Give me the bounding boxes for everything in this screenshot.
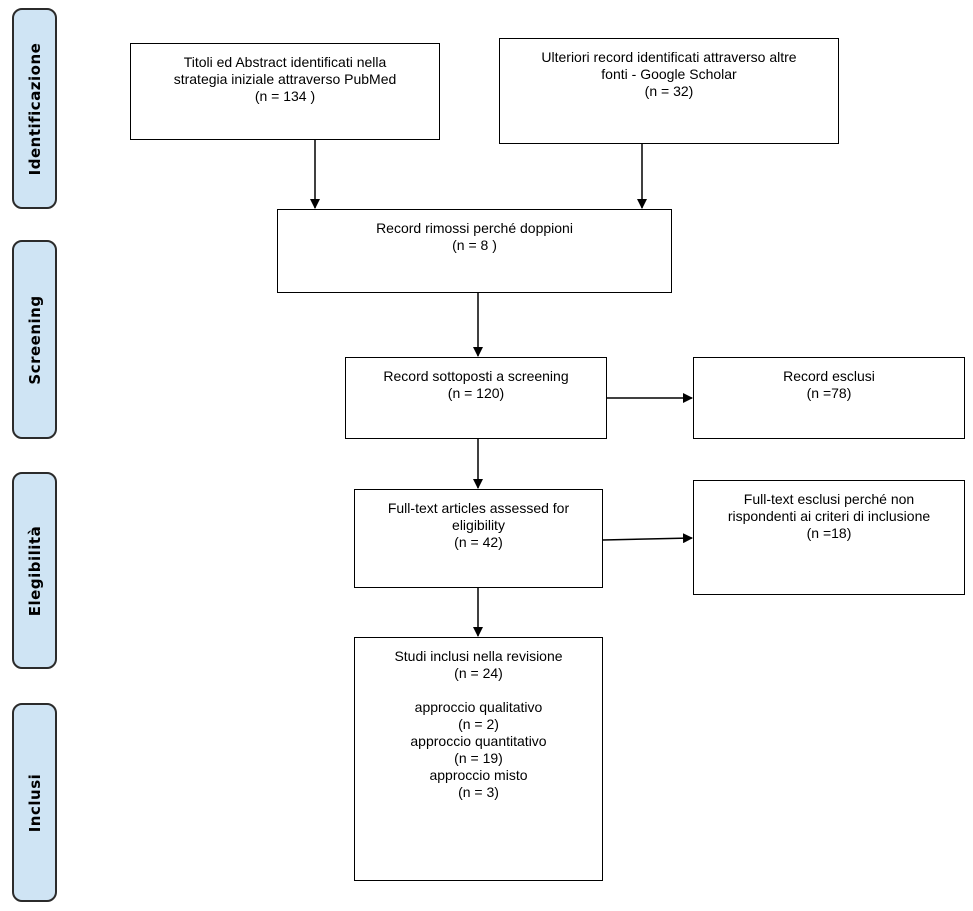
screened-line1: Record sottoposti a screening: [383, 368, 569, 384]
excluded-line1: Record esclusi: [783, 368, 875, 384]
box-fulltext-excluded: Full-text esclusi perché non rispondenti…: [693, 480, 965, 595]
fulltext-excluded-count: (n =18): [806, 525, 852, 541]
phase-included: Inclusi: [12, 703, 57, 902]
pubmed-count: (n = 134 ): [254, 88, 316, 104]
pubmed-line1: Titoli ed Abstract identificati nella: [183, 54, 387, 70]
fulltext-excluded-line1: Full-text esclusi perché non: [743, 491, 915, 507]
box-duplicates-removed: Record rimossi perché doppioni (n = 8 ): [277, 209, 672, 293]
other-sources-count: (n = 32): [644, 83, 694, 99]
other-sources-line1: Ulteriori record identificati attraverso…: [541, 49, 797, 65]
included-line1: Studi inclusi nella revisione: [394, 648, 563, 664]
fulltext-excluded-line2: rispondenti ai criteri di inclusione: [727, 508, 931, 524]
included-count: (n = 24): [454, 665, 503, 681]
screened-count: (n = 120): [447, 385, 505, 401]
included-mixed-label: approccio misto: [429, 767, 528, 783]
included-mixed-count: (n = 3): [458, 784, 499, 800]
box-other-sources: Ulteriori record identificati attraverso…: [499, 38, 839, 144]
included-qual-label: approccio qualitativo: [414, 699, 543, 715]
other-sources-line2: fonti - Google Scholar: [601, 66, 737, 82]
fulltext-line2: eligibility: [452, 517, 505, 533]
box-studies-included: Studi inclusi nella revisione (n = 24) a…: [354, 637, 603, 881]
box-fulltext-assessed: Full-text articles assessed for eligibil…: [354, 489, 603, 588]
phase-screening: Screening: [12, 240, 57, 439]
phase-identification: Identificazione: [12, 8, 57, 209]
box-pubmed-records: Titoli ed Abstract identificati nella st…: [130, 43, 440, 140]
included-qual-count: (n = 2): [458, 716, 499, 732]
duplicates-count: (n = 8 ): [452, 237, 497, 253]
box-excluded-records: Record esclusi (n =78): [693, 357, 965, 439]
excluded-count: (n =78): [806, 385, 852, 401]
included-quant-count: (n = 19): [454, 750, 503, 766]
included-quant-label: approccio quantitativo: [410, 733, 547, 749]
arrow-fulltext-to-excluded: [602, 533, 693, 544]
fulltext-count: (n = 42): [454, 534, 503, 550]
box-screened-records: Record sottoposti a screening (n = 120): [345, 357, 607, 439]
duplicates-line1: Record rimossi perché doppioni: [376, 220, 573, 236]
phase-eligibility: Elegibilità: [12, 472, 57, 669]
fulltext-line1: Full-text articles assessed for: [387, 500, 570, 516]
pubmed-line2: strategia iniziale attraverso PubMed: [173, 71, 397, 87]
